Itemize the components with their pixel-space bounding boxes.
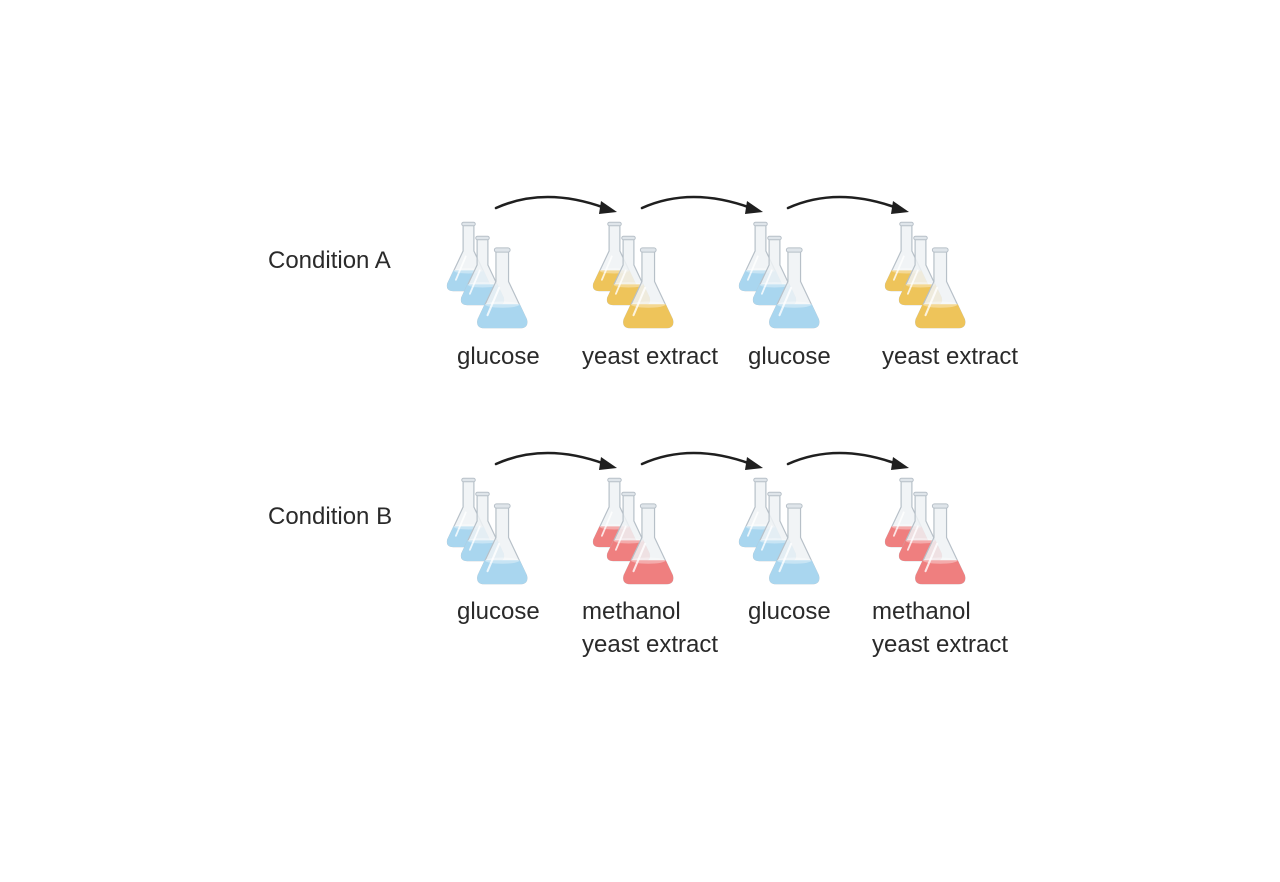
flask-group-b-1	[446, 477, 528, 585]
step-label-b-2: methanol yeast extract	[582, 595, 718, 661]
step-label-line: methanol	[872, 598, 971, 625]
step-label-b-3: glucose	[748, 595, 831, 628]
step-label-b-1: glucose	[457, 595, 540, 628]
step-label-a-3: glucose	[748, 340, 831, 373]
step-label-line: methanol	[582, 598, 681, 625]
arrow-icon	[640, 195, 763, 214]
step-label-a-4: yeast extract	[882, 340, 1018, 373]
flask-group-a-1	[446, 221, 528, 329]
step-label-a-1: glucose	[457, 340, 540, 373]
arrow-icon	[786, 195, 909, 214]
step-label-line: yeast extract	[872, 631, 1009, 658]
step-label-line: glucose	[457, 598, 540, 625]
flask-group-b-4	[884, 477, 966, 585]
step-label-line: glucose	[457, 343, 540, 370]
step-label-line: glucose	[748, 343, 831, 370]
step-label-line: yeast extract	[582, 343, 719, 370]
condition-a-label: Condition A	[268, 247, 391, 274]
arrow-icon	[786, 451, 909, 470]
step-label-line: yeast extract	[582, 631, 719, 658]
flask-group-b-2	[592, 477, 674, 585]
flask-group-a-2	[592, 221, 674, 329]
step-label-line: yeast extract	[882, 343, 1019, 370]
arrow-icon	[640, 451, 763, 470]
step-label-a-2: yeast extract	[582, 340, 718, 373]
condition-b-label: Condition B	[268, 503, 393, 530]
step-label-b-4: methanol yeast extract	[872, 595, 1008, 661]
flask-group-b-3	[738, 477, 820, 585]
arrow-icon	[494, 195, 617, 214]
arrow-icon	[494, 451, 617, 470]
flask-group-a-3	[738, 221, 820, 329]
flask-group-a-4	[884, 221, 966, 329]
step-label-line: glucose	[748, 598, 831, 625]
